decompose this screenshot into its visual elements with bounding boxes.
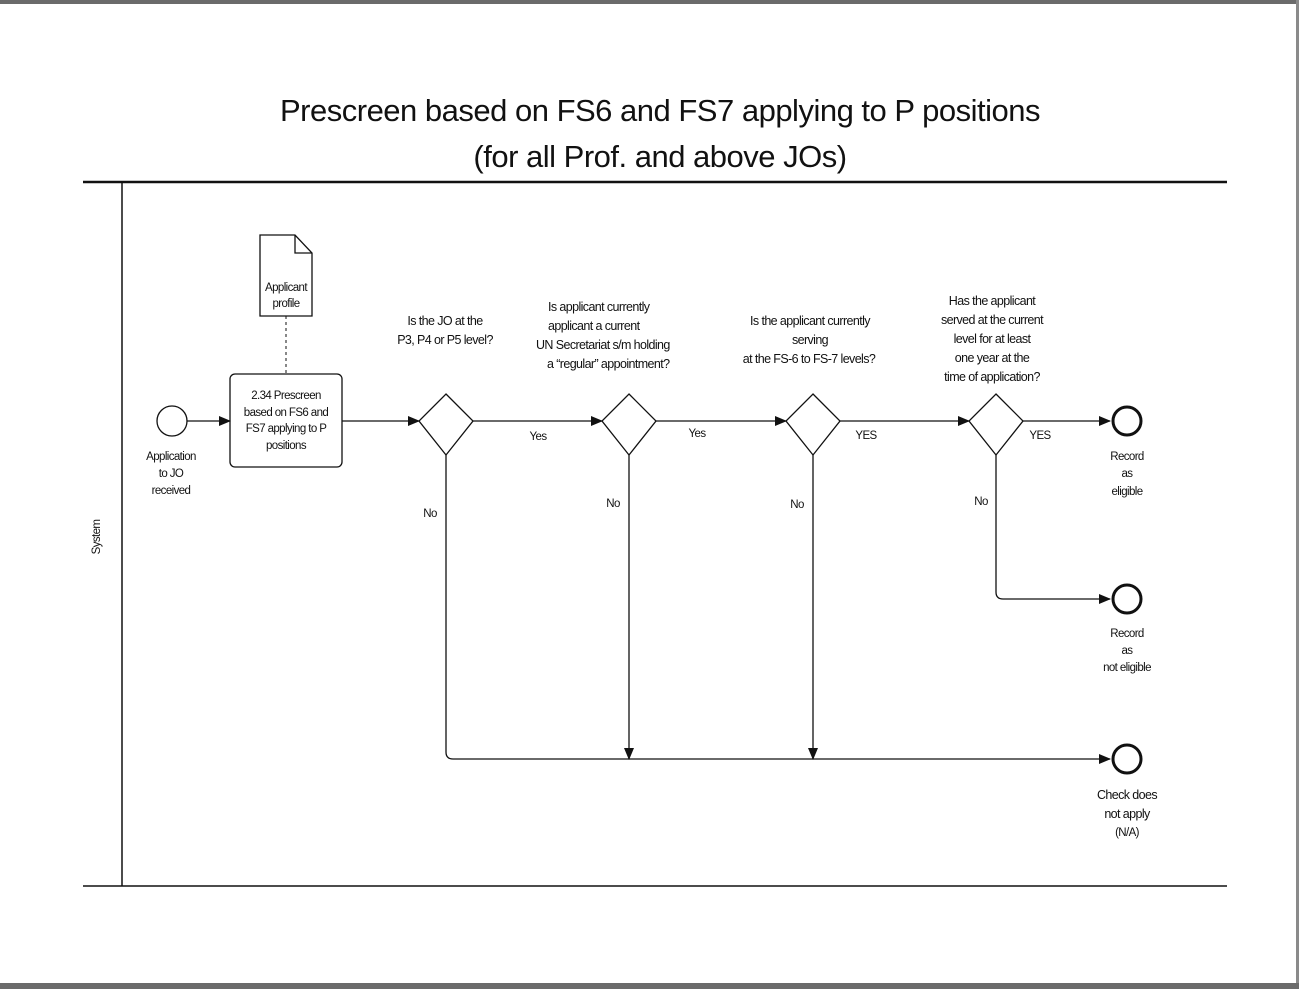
data-object-label-line: Applicant [265,282,308,294]
gateway-question-line: served at the current [941,313,1044,327]
gateway-no-label: No [974,496,988,508]
end-event-label-line: as [1122,645,1134,657]
end-event-label-line: not apply [1104,807,1151,821]
diagram-subtitle: (for all Prof. and above JOs) [473,139,847,174]
gateway-question-line: Has the applicant [949,294,1037,308]
data-object-applicant-profile: Applicant profile [259,234,313,317]
diagram-title: Prescreen based on FS6 and FS7 applying … [280,93,1040,128]
task-prescreen: 2.34 Prescreen based on FS6 and FS7 appl… [229,373,343,468]
gateway-question-line: a “regular” appointment? [547,357,670,371]
gateway-yes-label: Yes [689,428,707,440]
swimlane: System [83,180,1227,887]
gateway-question-line: time of application? [944,370,1040,384]
gateway-yes-label: Yes [530,431,548,443]
task-label-line: 2.34 Prescreen [251,390,321,402]
gateway-yes-label: YES [855,430,877,442]
gateway-question-line: Is applicant currently [548,300,651,314]
sequence-flows [187,416,1111,764]
task-label-line: based on FS6 and [244,407,329,419]
end-event-label-line: (N/A) [1115,827,1140,839]
gateway-question-line: Is the applicant currently [750,314,871,328]
end-event-not-eligible: Record as not eligible [1103,583,1152,674]
page-right-border [1296,0,1299,989]
gateway-question-line: applicant a current [548,319,641,333]
gateway-question-line: one year at the [955,351,1030,365]
end-event-eligible: Record as eligible [1110,405,1145,498]
start-event-label-line: Application [146,451,196,463]
data-object-label-line: profile [272,298,299,310]
gateway-question-line: level for at least [954,332,1032,346]
page-bottom-border [0,983,1299,989]
end-event-not-applicable: Check does not apply (N/A) [1097,743,1158,839]
end-event-label-line: as [1122,468,1134,480]
start-event-label-line: received [152,485,191,497]
gateway-question-line: at the FS-6 to FS-7 levels? [743,352,876,366]
gateway-yes-label: YES [1029,430,1051,442]
page-top-border [0,0,1299,4]
gateway-3: Is the applicant currently serving at th… [743,314,878,511]
flow-gateway-1-no [445,455,1111,764]
end-event-label-line: Record [1110,628,1144,640]
gateway-question-line: serving [792,333,829,347]
gateway-1: Is the JO at the P3, P4 or P5 level? Yes… [397,314,548,520]
task-label-line: positions [266,440,307,452]
gateway-no-label: No [423,508,437,520]
end-event-label-line: not eligible [1103,662,1151,674]
start-event-label-line: to JO [159,468,184,480]
end-event-label-line: Record [1110,451,1144,463]
flow-gateway-4-no [995,455,1111,604]
gateway-2: Is applicant currently applicant a curre… [536,300,707,510]
gateway-question-line: UN Secretariat s/m holding [536,338,670,352]
gateway-question-line: Is the JO at the [407,314,483,328]
gateway-question-line: P3, P4 or P5 level? [397,333,493,347]
end-event-label-line: eligible [1111,486,1142,498]
lane-label: System [91,520,103,555]
task-label-line: FS7 applying to P [246,423,328,435]
start-event: Application to JO received [146,405,197,497]
gateway-no-label: No [790,499,804,511]
gateway-4: Has the applicant served at the current … [941,294,1052,508]
gateway-no-label: No [606,498,620,510]
end-event-label-line: Check does [1097,788,1157,802]
